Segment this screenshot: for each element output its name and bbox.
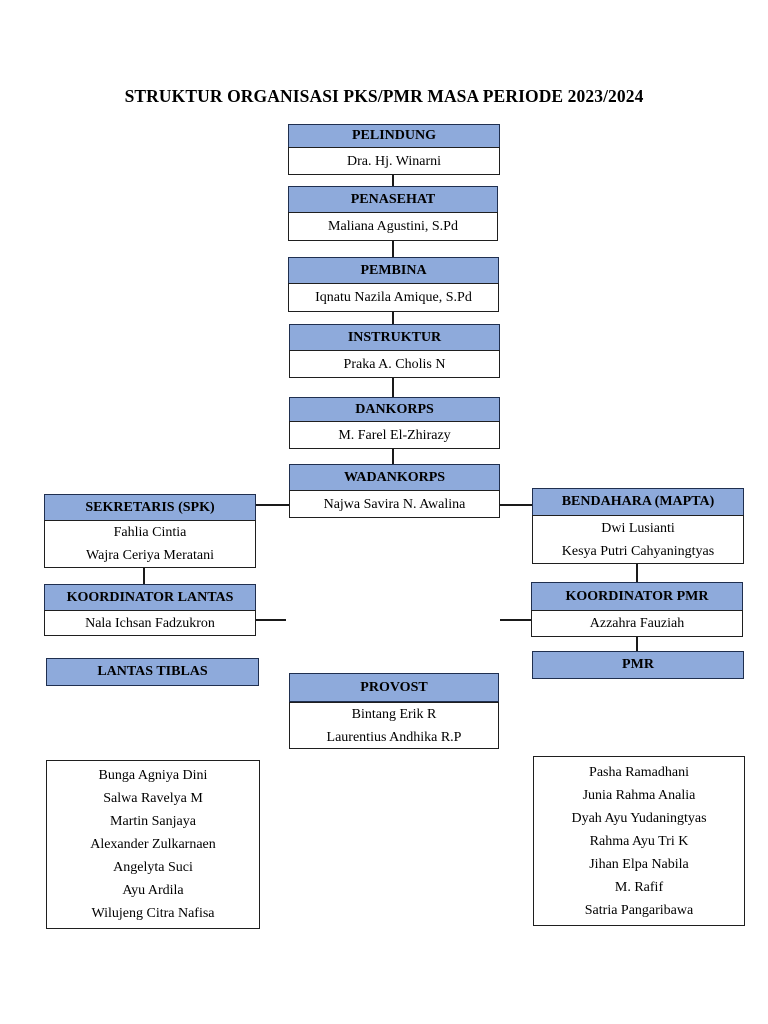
lantas-tiblas-header: LANTAS TIBLAS (46, 658, 259, 686)
connector-instruktur-dankorps (392, 378, 394, 397)
wadankorps-header: WADANKORPS (289, 464, 500, 491)
list-item: Salwa Ravelya M (103, 791, 203, 806)
koordinator-pmr-header: KOORDINATOR PMR (531, 582, 743, 611)
koordinator-pmr-name: Azzahra Fauziah (531, 610, 743, 637)
list-item: Alexander Zulkarnaen (90, 837, 216, 852)
connector-bendahara-pmr (636, 564, 638, 582)
dankorps-header: DANKORPS (289, 397, 500, 422)
bendahara-names: Dwi Lusianti Kesya Putri Cahyaningtyas (532, 515, 744, 564)
pmr-members-list: Pasha Ramadhani Junia Rahma Analia Dyah … (533, 756, 745, 926)
connector-pmr-left (500, 619, 532, 621)
connector-pelindung-penasehat (392, 175, 394, 186)
penasehat-header: PENASEHAT (288, 186, 498, 213)
instruktur-header: INSTRUKTUR (289, 324, 500, 351)
connector-lantas-right (256, 619, 286, 621)
pembina-name: Iqnatu Nazila Amique, S.Pd (288, 283, 499, 312)
connector-penasehat-pembina (392, 241, 394, 257)
pembina-header: PEMBINA (288, 257, 499, 284)
connector-wadankorps-sekretaris (256, 504, 289, 506)
pmr-header: PMR (532, 651, 744, 679)
connector-dankorps-wadankorps (392, 449, 394, 464)
sekretaris-names: Fahlia Cintia Wajra Ceriya Meratani (44, 520, 256, 568)
pelindung-header: PELINDUNG (288, 124, 500, 148)
list-item: Dyah Ayu Yudaningtyas (571, 810, 707, 826)
connector-koordinator-pmr-pmr (636, 636, 638, 652)
instruktur-name: Praka A. Cholis N (289, 350, 500, 378)
penasehat-name: Maliana Agustini, S.Pd (288, 212, 498, 241)
provost-names: Bintang Erik R Laurentius Andhika R.P (289, 702, 499, 749)
provost-header: PROVOST (289, 673, 499, 702)
dankorps-name: M. Farel El-Zhirazy (289, 421, 500, 449)
list-item: Jihan Elpa Nabila (589, 856, 689, 872)
connector-pembina-instruktur (392, 312, 394, 324)
list-item: Rahma Ayu Tri K (589, 833, 689, 849)
list-item: Junia Rahma Analia (582, 787, 696, 803)
lantas-members-list: Bunga Agniya Dini Salwa Ravelya M Martin… (46, 760, 260, 929)
list-item: Bunga Agniya Dini (98, 768, 208, 783)
list-item: M. Rafif (614, 879, 664, 895)
list-item: Angelyta Suci (113, 860, 193, 875)
page-title: STRUKTUR ORGANISASI PKS/PMR MASA PERIODE… (124, 86, 644, 106)
bendahara-header: BENDAHARA (MAPTA) (532, 488, 744, 516)
list-item: Pasha Ramadhani (589, 764, 689, 780)
koordinator-lantas-name: Nala Ichsan Fadzukron (44, 610, 256, 636)
connector-sekretaris-lantas (143, 568, 145, 584)
list-item: Satria Pangaribawa (584, 902, 694, 918)
koordinator-lantas-header: KOORDINATOR LANTAS (44, 584, 256, 611)
pelindung-name: Dra. Hj. Winarni (288, 147, 500, 175)
sekretaris-header: SEKRETARIS (SPK) (44, 494, 256, 521)
list-item: Ayu Ardila (122, 883, 184, 898)
wadankorps-name: Najwa Savira N. Awalina (289, 490, 500, 518)
connector-wadankorps-bendahara (499, 504, 532, 506)
list-item: Wilujeng Citra Nafisa (91, 906, 215, 921)
list-item: Martin Sanjaya (110, 814, 196, 829)
